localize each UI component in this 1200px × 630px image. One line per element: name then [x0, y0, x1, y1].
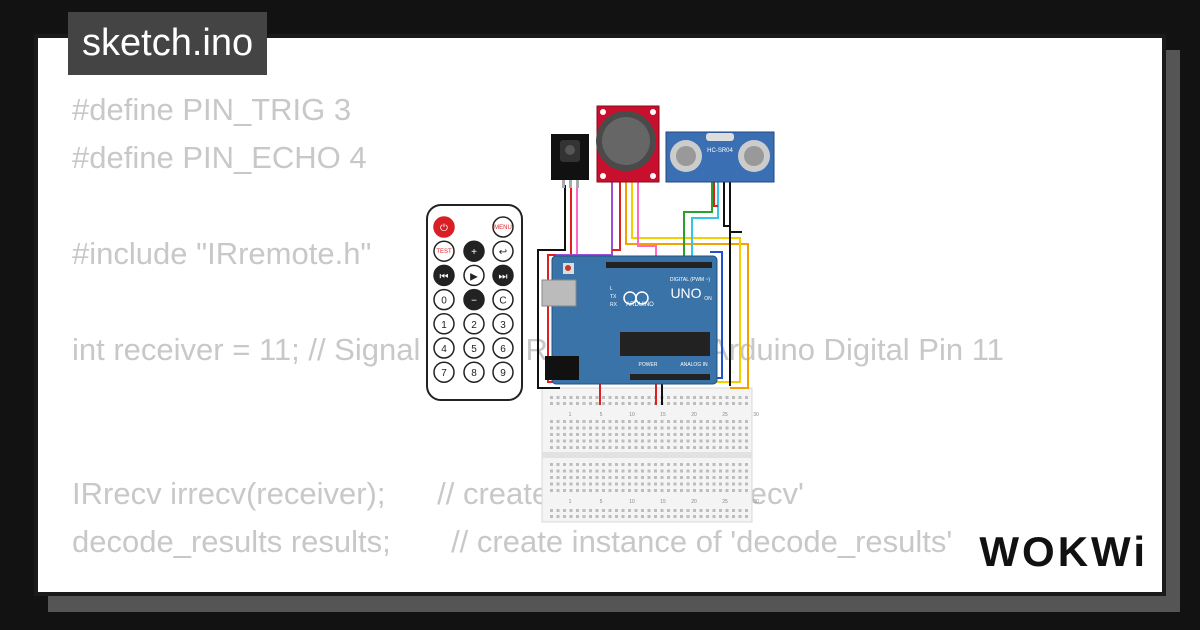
breadboard-col-label: 15	[660, 412, 666, 418]
remote-button: 2	[463, 313, 485, 335]
remote-button: 0	[433, 288, 455, 311]
arduino-uno: UNO ARDUINO DIGITAL (PWM ~) POWER ANALOG…	[541, 255, 718, 385]
remote-button: MENU	[492, 216, 514, 238]
remote-button-label: 1	[441, 320, 447, 331]
remote-button-label: C	[499, 296, 506, 307]
remote-button-label: MENU	[494, 225, 512, 231]
l-label: L	[610, 286, 613, 292]
breadboard-col-label: 10	[629, 499, 635, 505]
breadboard-col-label: 25	[722, 412, 728, 418]
breadboard-col-label: 1	[569, 499, 572, 505]
sketch-filename: sketch.ino	[82, 22, 254, 64]
joystick	[596, 105, 660, 183]
breadboard-col-label: 30	[753, 412, 759, 418]
remote-button-label: 3	[500, 320, 506, 331]
remote-button: +	[463, 240, 485, 262]
breadboard-col-label: 15	[660, 499, 666, 505]
remote-button-label: 9	[500, 368, 506, 379]
remote-button: 9	[492, 361, 514, 383]
remote-button: ⏻	[433, 216, 455, 238]
remote-button-label: 2	[471, 320, 477, 331]
remote-button-label: ↩	[499, 247, 507, 258]
remote-button: 6	[492, 337, 514, 359]
sketch-filename-tab: sketch.ino	[68, 12, 268, 75]
digital-label: DIGITAL (PWM ~)	[670, 277, 710, 283]
remote-button: 8	[463, 361, 485, 383]
code-line: decode_results results; // create instan…	[72, 524, 953, 559]
analog-label: ANALOG IN	[680, 362, 708, 368]
ir-remote: ⏻ MENU TEST + ↩ ⏮ ▶ ⏭ 0 − C 1 2 3 4 5 6 7 8 9	[426, 204, 523, 401]
remote-button: ↩	[492, 240, 514, 262]
remote-button-label: 0	[441, 296, 447, 307]
board-brand: ARDUINO	[626, 302, 654, 308]
ir-receiver	[551, 134, 589, 188]
remote-button-label: 4	[441, 344, 447, 355]
remote-button: TEST	[433, 240, 455, 262]
breadboard-col-label: 20	[691, 412, 697, 418]
breadboard-col-label: 5	[600, 499, 603, 505]
tx-label: TX	[610, 294, 617, 300]
sensor-label: HC-SR04	[707, 148, 733, 154]
remote-button-label: 8	[471, 368, 477, 379]
remote-button-label: 6	[500, 344, 506, 355]
remote-button-label: −	[471, 296, 477, 307]
on-label: ON	[704, 296, 712, 302]
code-line: #define PIN_TRIG 3	[72, 92, 352, 127]
remote-button-label: ⏻	[440, 223, 448, 234]
breadboard-col-label: 20	[691, 499, 697, 505]
code-line: #include "IRremote.h"	[72, 236, 372, 271]
remote-button-label: 7	[441, 368, 447, 379]
remote-button: 7	[433, 361, 455, 383]
breadboard-col-label: 30	[753, 499, 759, 505]
remote-button: 3	[492, 313, 514, 335]
remote-button-label: ⏮	[440, 271, 449, 282]
wokwi-logo: WOKWi	[979, 528, 1148, 575]
remote-button-label: TEST	[436, 249, 452, 255]
board-model: UNO	[670, 285, 701, 301]
code-line: #define PIN_ECHO 4	[72, 140, 367, 175]
breadboard-col-label: 25	[722, 499, 728, 505]
remote-button: ▶	[463, 264, 485, 287]
remote-button: 1	[433, 313, 455, 335]
breadboard-col-label: 5	[600, 412, 603, 418]
remote-button: ⏭	[492, 264, 514, 287]
remote-button: −	[463, 288, 485, 311]
breadboard-col-label: 10	[629, 412, 635, 418]
remote-button-label: ▶	[470, 271, 478, 282]
remote-button: 5	[463, 337, 485, 359]
breadboard-col-label: 1	[569, 412, 572, 418]
remote-button-label: +	[471, 247, 477, 258]
remote-button-label: ⏭	[499, 271, 508, 282]
remote-button: ⏮	[433, 264, 455, 287]
remote-button-label: 5	[471, 344, 477, 355]
remote-button: C	[492, 288, 514, 311]
ultrasonic-sensor: HC-SR04	[665, 131, 775, 183]
remote-button: 4	[433, 337, 455, 359]
power-label: POWER	[639, 362, 658, 368]
rx-label: RX	[610, 302, 618, 308]
